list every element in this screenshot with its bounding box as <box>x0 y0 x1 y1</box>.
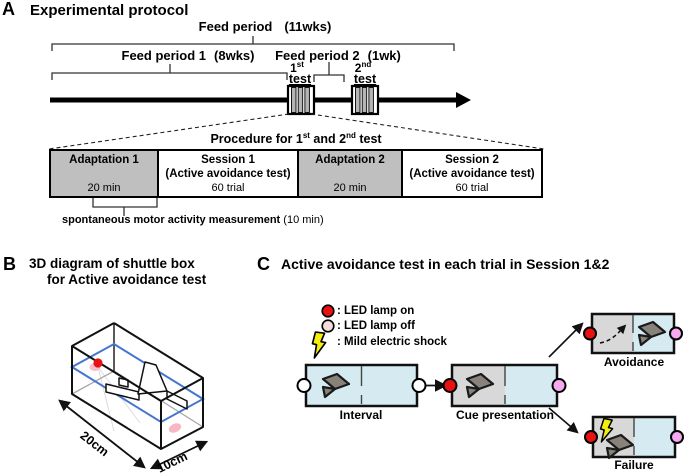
procedure-title-sup2: nd <box>346 131 356 140</box>
led-on-icon <box>321 304 335 318</box>
test-1-word: test <box>288 72 312 86</box>
cell-title: Session 2 <box>445 154 499 166</box>
led-off-icon <box>321 319 335 333</box>
expansion-dashed-line-right <box>310 113 545 150</box>
footnote-normal: (10 min) <box>280 214 324 226</box>
test-box-1 <box>286 84 316 116</box>
state-label-avoidance: Avoidance <box>603 355 665 369</box>
footnote-spontaneous-activity: spontaneous motor activity measurement (… <box>62 214 324 226</box>
cell-value: 20 min <box>333 182 367 194</box>
panel-b-title-line2: for Active avoidance test <box>47 272 207 287</box>
cell-value: 60 trial <box>211 182 245 194</box>
led-off-white-icon <box>411 378 427 393</box>
legend-led-on-label: : LED lamp on <box>337 305 415 317</box>
state-label-interval: Interval <box>339 408 383 422</box>
cue-box <box>442 363 567 408</box>
test-1-ordinal: 1st <box>277 60 317 75</box>
feed-period-text: Feed period <box>198 19 273 34</box>
shock-icon <box>309 329 330 359</box>
feed-period-1-label: Feed period 1 (8wks) <box>88 49 288 63</box>
panel-c-title: Active avoidance test in each trial in S… <box>281 256 610 272</box>
cell-title: Session 1 <box>201 154 255 166</box>
led-off-pink-icon <box>551 378 567 393</box>
feed-period-2-text: Feed period 2 <box>275 48 360 63</box>
cell-title: Adaptation 1 <box>69 154 139 166</box>
interval-box <box>296 363 427 408</box>
crossing-dashed-arrow <box>599 330 621 344</box>
light-cone-line <box>97 366 115 432</box>
led-on-dot <box>93 358 103 368</box>
test-box-2 <box>350 84 380 116</box>
feed-period-1-text: Feed period 1 <box>121 48 207 63</box>
dim-label-20cm: 20cm <box>78 428 112 459</box>
led-off-pink-icon <box>670 430 684 444</box>
panel-a-title: Experimental protocol <box>30 2 189 19</box>
procedure-table: Adaptation 1 20 min Session 1 (Active av… <box>49 149 543 198</box>
cell-subtitle: (Active avoidance test) <box>165 168 291 180</box>
feed-period-2-duration: (1wk) <box>367 48 401 63</box>
dim-arrow-10cm <box>149 440 209 470</box>
led-on-icon <box>584 430 598 444</box>
cell-value: 60 trial <box>455 182 489 194</box>
legend-led-off-label: : LED lamp off <box>337 320 415 332</box>
cell-value: 20 min <box>87 182 121 194</box>
footnote-bold: spontaneous motor activity measurement <box>62 214 281 226</box>
expansion-dashed-line-left <box>48 113 290 150</box>
led-off-white-icon <box>296 378 312 393</box>
table-cell-session-2: Session 2 (Active avoidance test) 60 tri… <box>401 151 541 196</box>
procedure-title-p1: Procedure for 1 <box>210 132 303 147</box>
test-1-sup: st <box>296 60 304 69</box>
panel-c-letter: C <box>257 254 270 274</box>
state-label-cue: Cue presentation <box>455 408 554 422</box>
feed-period-label: Feed period (11wks) <box>165 20 365 34</box>
arrow-to-avoidance <box>548 322 584 358</box>
feed-period-1-duration: (8wks) <box>214 48 255 63</box>
test-2-sup: nd <box>361 60 372 69</box>
procedure-title-p3: test <box>355 132 382 147</box>
test-2-ordinal: 2nd <box>343 60 383 75</box>
dim-arrow-20cm <box>58 399 146 469</box>
led-on-icon <box>583 326 597 341</box>
cell-subtitle: (Active avoidance test) <box>409 168 535 180</box>
feed-period-2-bracket <box>313 74 345 82</box>
table-cell-session-1: Session 1 (Active avoidance test) 60 tri… <box>157 151 297 196</box>
trial-diagram <box>296 304 684 460</box>
test-2-num: 2 <box>354 61 362 75</box>
state-label-failure: Failure <box>614 458 654 472</box>
crossing-arrowhead-icon <box>616 324 627 335</box>
table-cell-adaptation-2: Adaptation 2 20 min <box>297 151 401 196</box>
dim-label-10cm: 10cm <box>155 449 190 473</box>
feed-period-duration: (11wks) <box>284 19 332 34</box>
led-off-dot <box>168 423 182 433</box>
adaptation-bracket <box>92 198 158 208</box>
timeline-graphics <box>48 36 545 216</box>
failure-box <box>584 415 684 460</box>
procedure-title-p2: and 2 <box>309 132 347 147</box>
arrow-to-failure <box>548 407 579 434</box>
panel-b-title-line1: 3D diagram of shuttle box <box>29 256 195 271</box>
cell-title: Adaptation 2 <box>315 154 385 166</box>
shuttle-box-3d: 20cm 10cm <box>58 322 209 473</box>
avoidance-box <box>583 312 683 355</box>
feed-period-2-label: Feed period 2 (1wk) <box>238 49 438 63</box>
procedure-title: Procedure for 1st and 2nd test <box>146 131 446 147</box>
test-1-num: 1 <box>290 61 297 75</box>
test-2-word: test <box>353 72 377 86</box>
led-on-icon <box>442 378 458 393</box>
feed-period-bracket <box>51 43 455 51</box>
feed-period-1-bracket <box>51 72 288 80</box>
legend-shock-label: : Mild electric shock <box>337 336 447 348</box>
procedure-title-sup1: st <box>302 131 310 140</box>
table-cell-adaptation-1: Adaptation 1 20 min <box>51 151 157 196</box>
panel-a-letter: A <box>2 0 15 19</box>
panel-b-letter: B <box>3 254 16 274</box>
led-off-pink-icon <box>669 326 683 341</box>
timeline-arrowhead-icon <box>456 92 471 108</box>
